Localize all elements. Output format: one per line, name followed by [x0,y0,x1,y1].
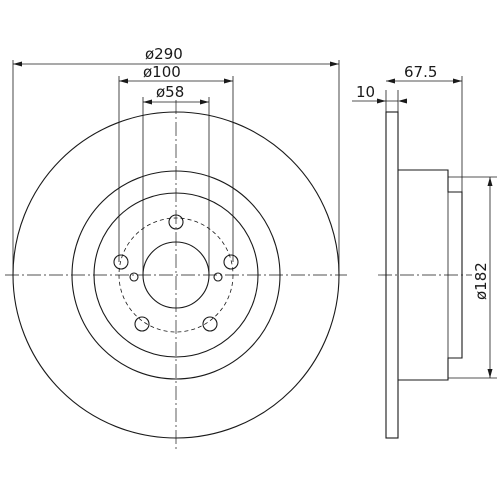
arrow-head [487,369,493,378]
arrow-head [200,99,209,105]
dim-label-center-bore: ø58 [156,83,184,101]
locating-hole [129,272,139,282]
dim-label-total-height: 67.5 [404,63,437,81]
dim-label-bolt-circle: ø100 [143,63,181,81]
arrow-head [398,98,407,104]
dim-label-disc-thickness: 10 [356,83,375,101]
bolt-hole [223,254,239,270]
arrow-head [224,78,233,84]
side-view: 10 67.5 ø182 [352,63,497,439]
dim-label-outer-diameter: ø290 [145,45,183,63]
arrow-head [143,99,152,105]
arrow-head [330,61,339,67]
arrow-head [453,78,462,84]
dim-label-hat-diameter: ø182 [472,262,490,300]
arrow-head [377,98,386,104]
locating-hole [213,272,223,282]
bolt-hole [134,316,150,332]
bolt-hole [113,254,129,270]
bolt-hole [202,316,218,332]
arrow-head [386,78,395,84]
arrow-head [13,61,22,67]
arrow-head [119,78,128,84]
arrow-head [487,177,493,186]
front-view: ø290 ø100 ø58 [5,45,347,450]
